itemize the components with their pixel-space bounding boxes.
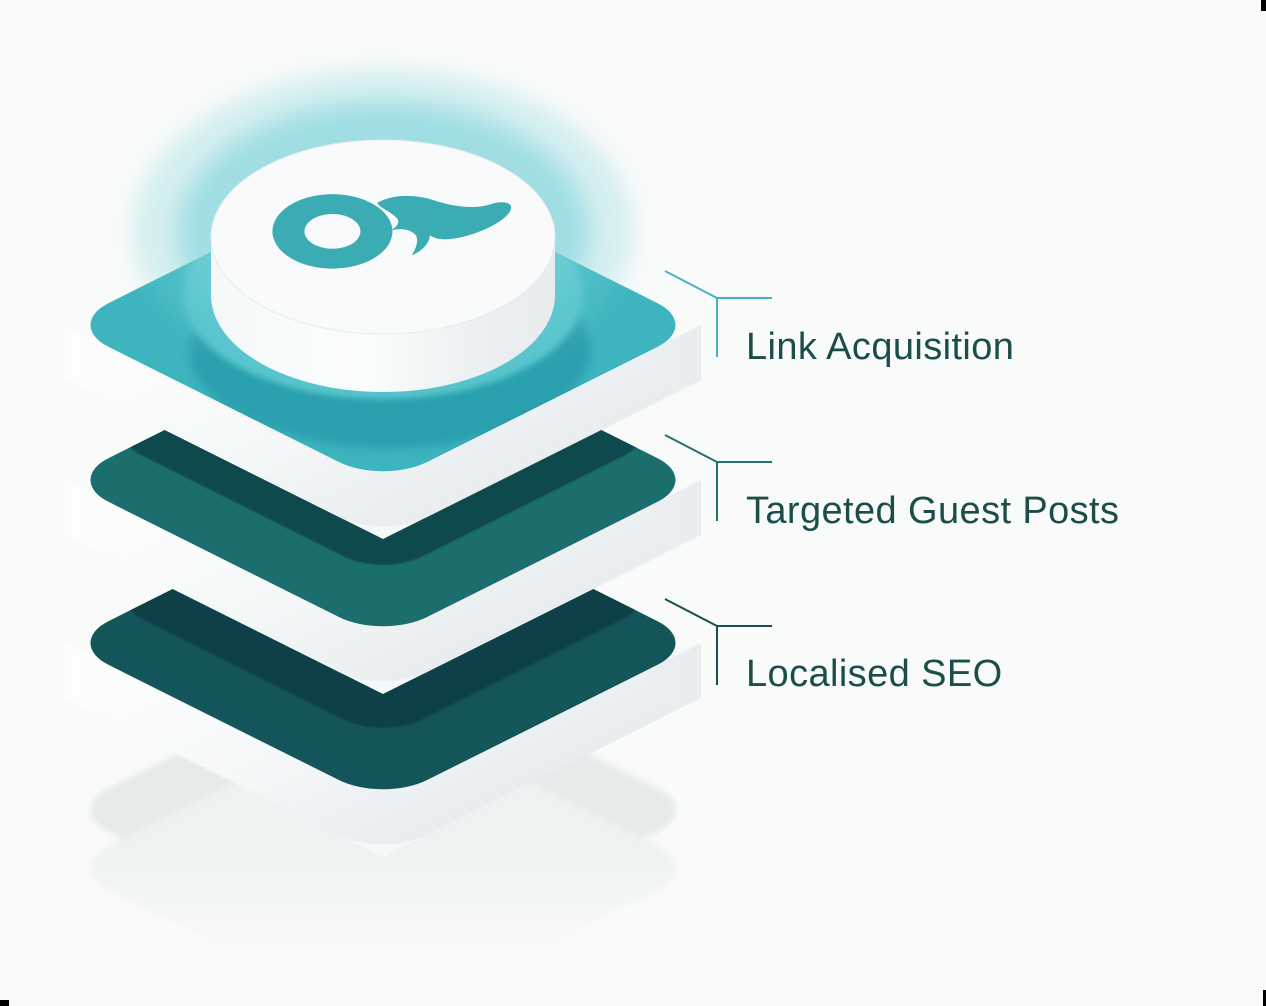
label-localised-seo: Localised SEO: [746, 653, 1003, 695]
logo-swoosh: [377, 196, 512, 256]
layer-bottom: [64, 483, 702, 858]
layer-middle: [64, 320, 702, 695]
reflection-fade: [0, 850, 1266, 1006]
cylinder: [210, 139, 556, 392]
logo-ring: [272, 194, 393, 269]
connector-targeted-guest-posts: [664, 434, 772, 521]
connector-localised-seo: [664, 598, 772, 685]
corner-mark-bottom-right: [1263, 990, 1266, 1006]
corner-mark-top-right: [1261, 0, 1266, 11]
label-targeted-guest-posts: Targeted Guest Posts: [746, 490, 1120, 532]
brand-logo-icon: [272, 194, 512, 269]
label-link-acquisition: Link Acquisition: [746, 326, 1015, 368]
corner-mark-bottom-left: [0, 1000, 9, 1006]
connector-link-acquisition: [664, 270, 772, 357]
